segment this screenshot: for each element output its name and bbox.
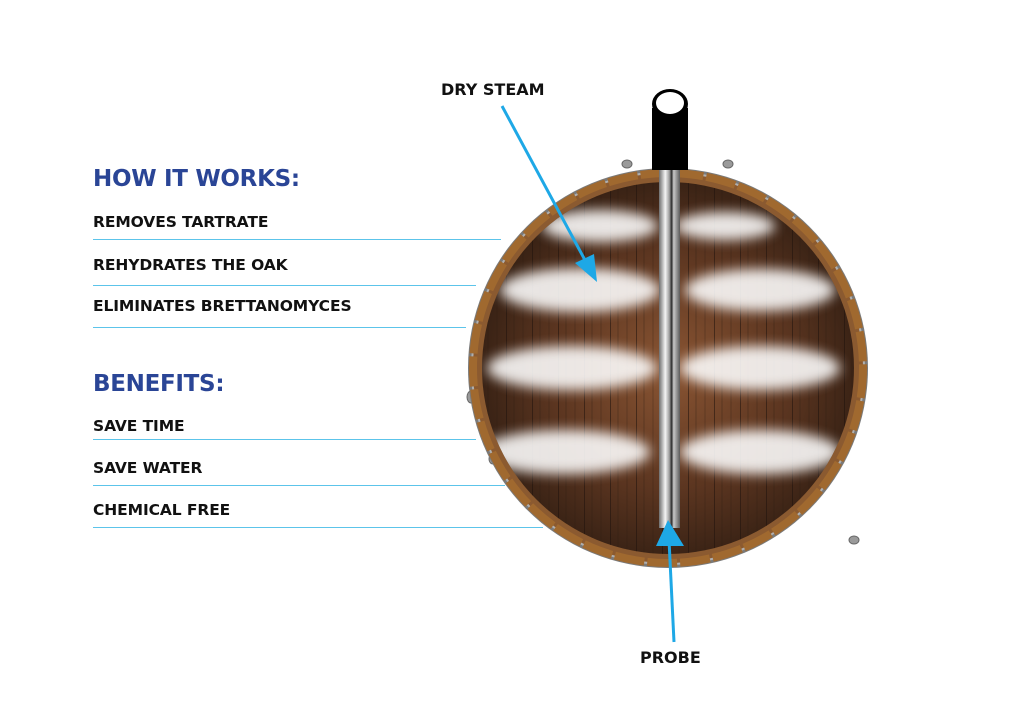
how-it-works-heading: HOW IT WORKS: [93, 166, 300, 192]
how-it-works-item: REMOVES TARTRATE [93, 213, 269, 231]
benefit-item: SAVE TIME [93, 417, 185, 435]
probe-arrow-line [667, 539, 676, 643]
probe-label: PROBE [640, 648, 701, 667]
divider-rule [93, 439, 476, 440]
divider-rule [93, 239, 501, 240]
divider-rule [93, 285, 476, 286]
divider-rule [93, 527, 543, 528]
how-it-works-item: REHYDRATES THE OAK [93, 256, 288, 274]
dry-steam-arrow-line [500, 105, 588, 263]
pipe-opening [656, 92, 684, 114]
probe-tube [659, 170, 680, 528]
benefits-heading: BENEFITS: [93, 371, 225, 397]
benefit-item: SAVE WATER [93, 459, 203, 477]
steam-clouds [482, 210, 840, 474]
probe-arrowhead-icon [656, 520, 684, 546]
dry-steam-arrowhead-icon [575, 254, 597, 282]
how-it-works-item: ELIMINATES BRETTANOMYCES [93, 297, 352, 315]
dry-steam-label: DRY STEAM [441, 80, 545, 99]
benefit-item: CHEMICAL FREE [93, 501, 231, 519]
divider-rule [93, 327, 466, 328]
divider-rule [93, 485, 505, 486]
